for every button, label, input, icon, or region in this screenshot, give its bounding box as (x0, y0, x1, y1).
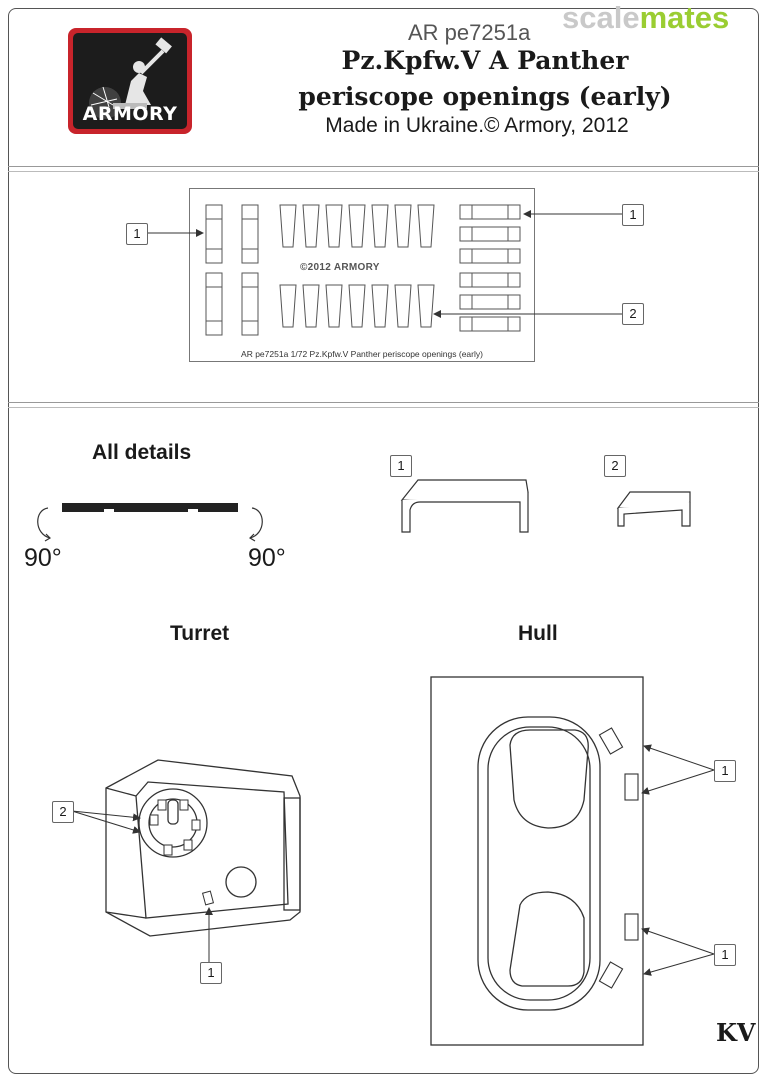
hull-label-1-bottom: 1 (714, 944, 736, 966)
divider (8, 171, 759, 172)
turret-label-1: 1 (200, 962, 222, 984)
turret-heading: Turret (170, 622, 230, 645)
callout-1-left: 1 (126, 223, 148, 245)
angle-left: 90° (24, 544, 62, 572)
part-1-label: 1 (390, 455, 412, 477)
title-line-1: Pz.Kpfw.V A Panther (341, 46, 629, 75)
fret-copyright: ©2012 ARMORY (300, 262, 380, 273)
article-code: AR pe7251a (408, 20, 531, 45)
angle-right: 90° (248, 544, 286, 572)
part-2-label: 2 (604, 455, 626, 477)
watermark-scale: scale (562, 0, 640, 35)
callout-2-right: 2 (622, 303, 644, 325)
logo-text: ARMORY (82, 103, 178, 125)
scalemates-watermark: scalemates (562, 0, 729, 36)
fret-parts (205, 204, 521, 336)
divider (8, 407, 759, 408)
hull-heading: Hull (518, 622, 558, 645)
divider (8, 402, 759, 403)
callout-1-right: 1 (622, 204, 644, 226)
blacksmith-icon (89, 37, 172, 119)
watermark-mates: mates (639, 0, 730, 35)
all-details-heading: All details (92, 441, 192, 464)
turret-label-2: 2 (52, 801, 74, 823)
signature: KV (716, 1018, 756, 1047)
armory-logo: ARMORY (68, 28, 192, 134)
fret-caption: AR pe7251a 1/72 Pz.Kpfw.V Panther perisc… (241, 349, 483, 359)
logo-emblem: ARMORY (73, 33, 187, 129)
instruction-sheet (8, 8, 759, 1074)
hull-label-1-top: 1 (714, 760, 736, 782)
divider (8, 166, 759, 167)
subtitle: Made in Ukraine.© Armory, 2012 (325, 114, 629, 137)
title-line-2: periscope openings (early) (298, 82, 672, 111)
photoetch-fret: ©2012 ARMORY AR pe7251a 1/72 Pz.Kpfw.V P… (189, 188, 535, 362)
